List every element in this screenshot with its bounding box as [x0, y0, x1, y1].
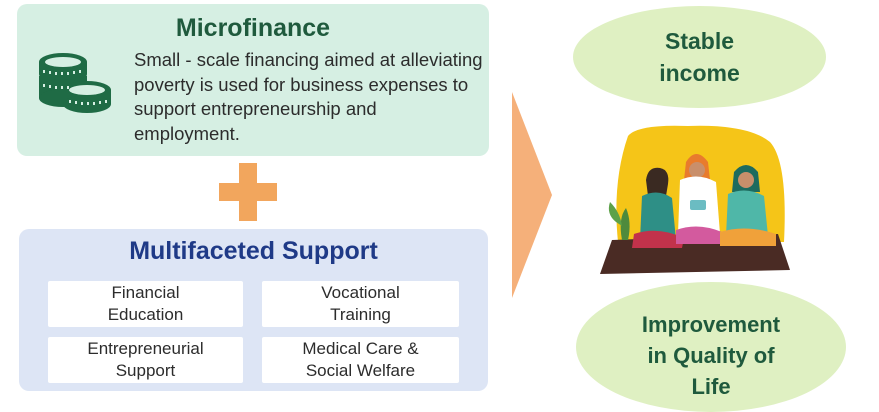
multifaceted-support-box: Multifaceted Support Financial Education…	[19, 229, 488, 391]
stable-income-label: Stable income	[659, 28, 740, 86]
microfinance-description: Small - scale financing aimed at allevia…	[134, 49, 483, 144]
support-item-medical-care: Medical Care & Social Welfare	[262, 337, 459, 383]
women-group-illustration	[600, 125, 790, 274]
quality-of-life-label: Improvement in Quality of Life	[641, 311, 781, 399]
support-item-entrepreneurial-support: Entrepreneurial Support	[48, 337, 243, 383]
support-item-financial-education: Financial Education	[48, 281, 243, 327]
quality-of-life-ellipse: Improvement in Quality of Life	[576, 282, 846, 412]
microfinance-title: Microfinance	[175, 14, 331, 42]
stable-income-ellipse: Stable income	[573, 6, 826, 108]
plus-icon	[219, 163, 277, 221]
multifaceted-support-title: Multifaceted Support	[129, 237, 378, 265]
support-item-vocational-training: Vocational Training	[262, 281, 459, 327]
microfinance-box: Microfinance Small - scale financing aim…	[17, 4, 489, 156]
arrow-right-icon	[512, 92, 552, 298]
coins-icon	[39, 53, 111, 113]
